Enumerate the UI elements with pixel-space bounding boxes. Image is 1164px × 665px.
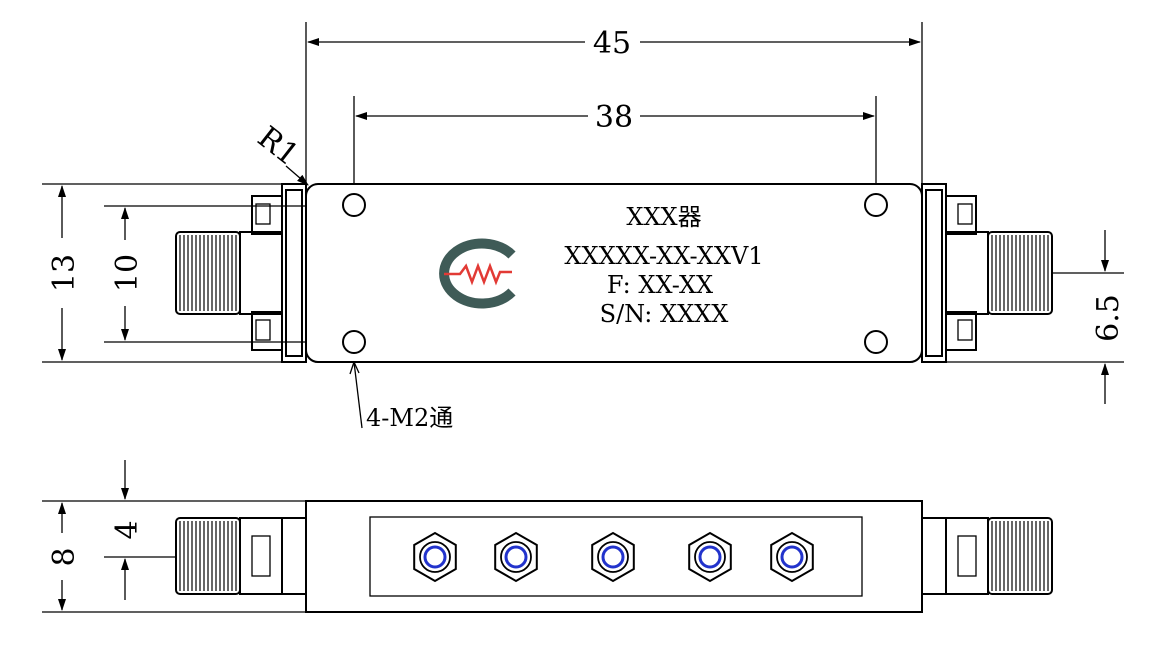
connector-threads-side-right: [991, 521, 1049, 591]
dimension-width-overall: 45: [307, 26, 921, 61]
dim-6-5-text: 6.5: [1091, 294, 1126, 342]
product-label: XXX器 XXXXX-XX-XXV1 F: XX-XX S/N: XXXX: [564, 203, 763, 328]
filter-body-side: [305, 500, 923, 613]
label-line-2: XXXXX-XX-XXV1: [564, 242, 763, 270]
label-line-4: S/N: XXXX: [600, 300, 729, 328]
connector-threads-right: [991, 235, 1049, 311]
tuning-screw-icon: [688, 531, 732, 583]
dimension-connector-offset: 6.5: [1091, 230, 1126, 404]
dim-38-text: 38: [595, 100, 633, 135]
mounting-hole: [864, 193, 888, 217]
tuning-screw-icon: [413, 531, 457, 583]
dimension-side-connector-offset: 4: [110, 460, 145, 600]
mounting-hole: [342, 330, 366, 354]
dimension-hole-spacing: 38: [355, 100, 875, 135]
dim-10-text: 10: [110, 254, 145, 292]
tuning-ports: [413, 531, 814, 583]
side-view: 8 4: [42, 460, 1053, 613]
tuning-screw-icon: [591, 531, 635, 583]
label-line-3: F: XX-XX: [607, 271, 713, 299]
connector-threads-side-left: [179, 521, 237, 591]
mounting-hole: [864, 330, 888, 354]
dim-45-text: 45: [593, 26, 631, 61]
left-connector: [175, 183, 307, 363]
dim-13-text: 13: [47, 254, 82, 292]
tuning-screw-icon: [494, 531, 538, 583]
label-line-1: XXX器: [626, 203, 701, 231]
tuning-screw-icon: [770, 531, 814, 583]
dimension-height-overall: 13: [47, 185, 82, 361]
cover-plate: [369, 516, 863, 597]
dimension-hole-spacing-vertical: 10: [110, 207, 145, 341]
top-view: 45 38 R1 13 10: [42, 22, 1126, 432]
mounting-holes: [342, 193, 888, 354]
dim-4-text: 4: [110, 520, 145, 539]
company-logo-icon: [439, 238, 516, 309]
mounting-hole: [342, 193, 366, 217]
right-connector: [921, 183, 1053, 363]
dimension-corner-radius: R1: [251, 120, 309, 186]
dim-8-text: 8: [47, 547, 82, 566]
dimension-mounting-holes: 4-M2通: [349, 361, 453, 432]
dim-r1-text: R1: [251, 120, 305, 173]
dim-4-m2-text: 4-M2通: [366, 404, 453, 432]
dimension-side-height: 8: [47, 502, 82, 611]
connector-threads-left: [179, 235, 237, 311]
